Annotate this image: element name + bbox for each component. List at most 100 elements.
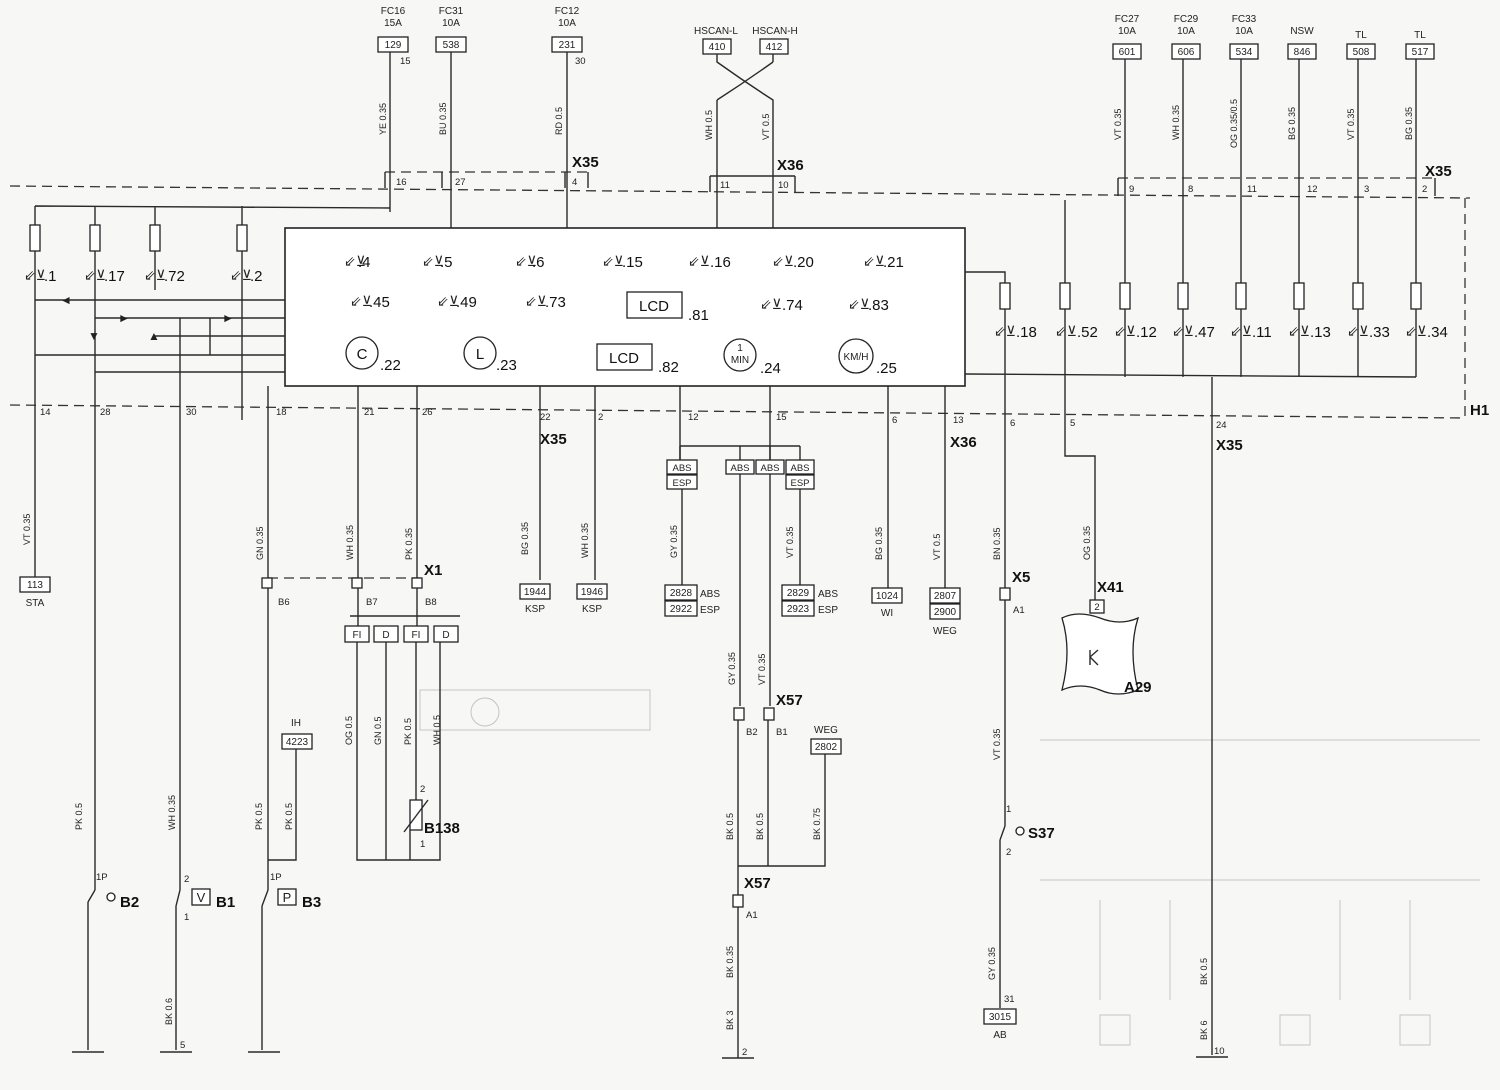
b3-switch: P 1P PK 0.5 PK 0.5 GN 0.35 B3 IH 4223 bbox=[248, 526, 321, 1053]
svg-text:31: 31 bbox=[1004, 994, 1015, 1005]
svg-text:⇙⊻: ⇙⊻ bbox=[602, 253, 624, 269]
svg-text:FC27: FC27 bbox=[1115, 14, 1140, 25]
svg-text:538: 538 bbox=[443, 40, 460, 51]
svg-text:16: 16 bbox=[396, 177, 407, 188]
right-led-network: ⇙⊻.18 ⇙⊻.52 ⇙⊻.12 ⇙⊻.47 ⇙⊻.11 ⇙⊻.13 ⇙⊻.3… bbox=[964, 200, 1448, 420]
svg-text:1: 1 bbox=[420, 839, 425, 850]
led-row-1: ⇙⊻.4 ⇙⊻.5 ⇙⊻.6 ⇙⊻.15 ⇙⊻.16 ⇙⊻.20 ⇙⊻.21 bbox=[344, 253, 904, 271]
svg-text:B6: B6 bbox=[278, 597, 290, 608]
bottom-connector-pins: 14 28 30 18 21 26 22 2 12 15 6 13 6 5 24… bbox=[40, 407, 1243, 454]
svg-text:BK 3: BK 3 bbox=[725, 1010, 735, 1030]
svg-text:24: 24 bbox=[1216, 420, 1227, 431]
svg-text:.33: .33 bbox=[1369, 324, 1390, 341]
svg-text:3015: 3015 bbox=[989, 1012, 1012, 1023]
svg-text:GY 0.35: GY 0.35 bbox=[727, 652, 737, 685]
svg-text:.52: .52 bbox=[1077, 324, 1098, 341]
svg-text:.73: .73 bbox=[545, 294, 566, 311]
svg-text:2: 2 bbox=[742, 1047, 747, 1058]
svg-text:ESP: ESP bbox=[672, 478, 691, 489]
svg-text:X36: X36 bbox=[950, 434, 977, 451]
svg-text:⇙⊻: ⇙⊻ bbox=[863, 253, 885, 269]
svg-text:VT 0.35: VT 0.35 bbox=[992, 729, 1002, 760]
svg-text:⇙⊻: ⇙⊻ bbox=[1288, 323, 1310, 339]
svg-text:10A: 10A bbox=[442, 18, 460, 29]
svg-text:1P: 1P bbox=[270, 872, 282, 883]
svg-text:BG 0.35: BG 0.35 bbox=[1404, 107, 1414, 140]
svg-text:.20: .20 bbox=[793, 254, 814, 271]
svg-text:BU 0.35: BU 0.35 bbox=[438, 102, 448, 135]
svg-text:1: 1 bbox=[737, 343, 743, 354]
svg-text:.13: .13 bbox=[1310, 324, 1331, 341]
svg-text:B2: B2 bbox=[120, 894, 139, 911]
svg-text:V: V bbox=[197, 890, 206, 905]
svg-text:2802: 2802 bbox=[815, 742, 838, 753]
x57-connector: GY 0.35 VT 0.35 X57 B2 B1 WEG 2802 BK 0.… bbox=[722, 652, 842, 1059]
svg-text:8: 8 bbox=[1188, 184, 1193, 195]
svg-text:ABS: ABS bbox=[672, 463, 691, 474]
svg-text:PK 0.5: PK 0.5 bbox=[74, 803, 84, 830]
svg-text:.49: .49 bbox=[456, 294, 477, 311]
b1-switch: V 2 1 WH 0.35 BK 0.6 B1 5 bbox=[160, 420, 235, 1053]
svg-text:10: 10 bbox=[778, 180, 789, 191]
background-ghost-graphics bbox=[419, 689, 1480, 1046]
terminal-hscan-l: HSCAN-L 410 WH 0.5 bbox=[694, 26, 774, 232]
svg-text:B1: B1 bbox=[216, 894, 235, 911]
svg-text:11: 11 bbox=[720, 180, 730, 191]
svg-text:⇙⊻: ⇙⊻ bbox=[994, 323, 1016, 339]
svg-text:KM/H: KM/H bbox=[844, 352, 869, 363]
svg-text:▲: ▲ bbox=[148, 329, 160, 343]
svg-text:WI: WI bbox=[881, 608, 893, 619]
svg-text:5: 5 bbox=[180, 1040, 185, 1051]
svg-text:2828: 2828 bbox=[670, 588, 693, 599]
svg-text:1944: 1944 bbox=[524, 587, 547, 598]
svg-text:VT 0.5: VT 0.5 bbox=[932, 534, 942, 560]
svg-text:.83: .83 bbox=[868, 297, 889, 314]
svg-text:OG 0.5: OG 0.5 bbox=[344, 716, 354, 745]
terminal-fc27: FC27 10A 601 VT 0.35 bbox=[1112, 14, 1142, 283]
svg-text:BK 0.5: BK 0.5 bbox=[755, 813, 765, 840]
svg-text:4223: 4223 bbox=[286, 737, 309, 748]
ksp-branches: BG 0.35 1944 KSP WH 0.35 1946 KSP bbox=[519, 522, 608, 615]
svg-text:FI: FI bbox=[353, 630, 362, 641]
svg-text:⇙⊻: ⇙⊻ bbox=[848, 296, 870, 312]
svg-text:113: 113 bbox=[27, 580, 43, 591]
svg-text:X36: X36 bbox=[777, 157, 804, 174]
svg-text:PK 0.5: PK 0.5 bbox=[254, 803, 264, 830]
svg-text:GN 0.35: GN 0.35 bbox=[255, 526, 265, 560]
terminal-fc31: FC31 10A 538 BU 0.35 bbox=[435, 6, 467, 232]
svg-text:30: 30 bbox=[575, 56, 586, 67]
svg-text:.74: .74 bbox=[782, 297, 803, 314]
svg-text:846: 846 bbox=[1294, 47, 1311, 58]
svg-text:2: 2 bbox=[420, 784, 425, 795]
svg-text:X5: X5 bbox=[1012, 569, 1030, 586]
svg-text:231: 231 bbox=[559, 40, 576, 51]
gauge-c: C .22 bbox=[345, 336, 401, 374]
svg-text:WH 0.5: WH 0.5 bbox=[432, 715, 442, 745]
led-row-2: ⇙⊻.45 ⇙⊻.49 ⇙⊻.73 ⇙⊻.74 ⇙⊻.83 bbox=[350, 293, 889, 314]
svg-text:FC31: FC31 bbox=[439, 6, 464, 17]
top-connector-pins: 16 27 4 X35 11 10 X36 9 8 11 12 3 2 X35 bbox=[384, 154, 1452, 196]
svg-text:BK 0.5: BK 0.5 bbox=[725, 813, 735, 840]
svg-text:.45: .45 bbox=[369, 294, 390, 311]
svg-text:BG 0.35: BG 0.35 bbox=[520, 522, 530, 555]
svg-text:⇙⊻: ⇙⊻ bbox=[772, 253, 794, 269]
svg-text:2807: 2807 bbox=[934, 591, 957, 602]
svg-text:BG 0.35: BG 0.35 bbox=[1287, 107, 1297, 140]
svg-text:S37: S37 bbox=[1028, 825, 1055, 842]
svg-text:1024: 1024 bbox=[876, 591, 899, 602]
svg-text:PK 0.5: PK 0.5 bbox=[403, 718, 413, 745]
svg-text:10A: 10A bbox=[558, 18, 576, 29]
svg-text:.1: .1 bbox=[44, 268, 57, 285]
left-branches: VT 0.35 113 STA 1P PK 0.5 B2 V 2 1 WH 0.… bbox=[19, 420, 321, 1053]
svg-text:BK 0.35: BK 0.35 bbox=[725, 946, 735, 978]
svg-text:X35: X35 bbox=[572, 154, 599, 171]
svg-text:WH 0.35: WH 0.35 bbox=[580, 523, 590, 558]
svg-text:1946: 1946 bbox=[581, 587, 604, 598]
svg-text:517: 517 bbox=[1412, 47, 1429, 58]
terminal-tl-508: TL 508 VT 0.35 bbox=[1346, 30, 1376, 283]
svg-text:WEG: WEG bbox=[933, 626, 957, 637]
svg-text:TL: TL bbox=[1414, 30, 1426, 41]
h1-output-wires bbox=[267, 377, 1213, 1055]
svg-text:PK 0.5: PK 0.5 bbox=[284, 803, 294, 830]
svg-text:B8: B8 bbox=[425, 597, 437, 608]
